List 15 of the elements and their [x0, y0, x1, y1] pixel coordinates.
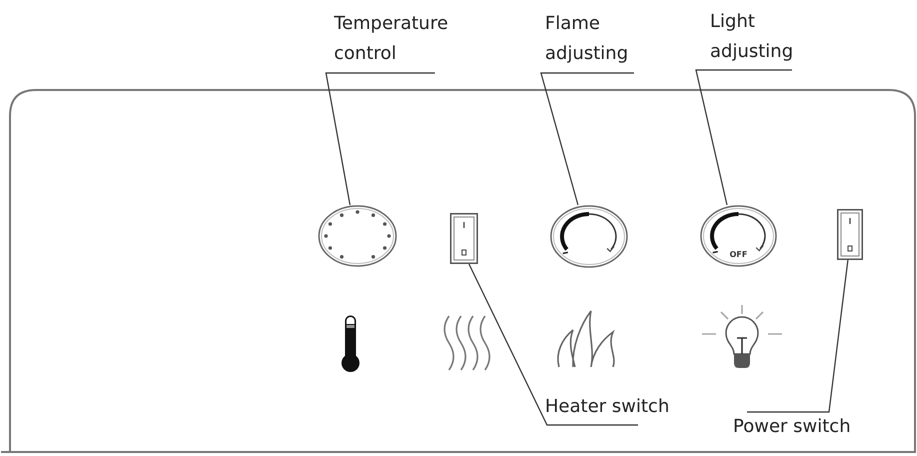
leader-line: [747, 260, 848, 413]
callout-label: Flame adjusting: [541, 9, 645, 73]
callout-label: Light adjusting: [696, 7, 808, 70]
callout-label: Temperature control: [326, 9, 461, 73]
leader-line: [468, 264, 638, 426]
rotary-dial: [318, 205, 397, 267]
leader-line: [325, 72, 435, 206]
callout-label: Heater switch: [545, 392, 685, 425]
rocker-switch: [450, 213, 478, 264]
dial-label: OFF: [730, 250, 748, 260]
callout-label: Power switch: [733, 412, 868, 442]
rotary-dial: [550, 205, 628, 268]
leader-line: [540, 72, 634, 206]
leader-line: [695, 69, 792, 206]
rocker-switch: [837, 209, 863, 260]
